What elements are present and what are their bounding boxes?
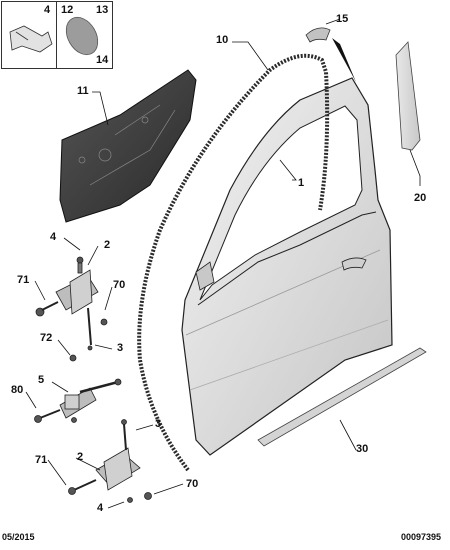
callout-11: 11	[77, 85, 89, 97]
inset-label-14: 14	[96, 54, 109, 66]
callout-70-lower: 70	[186, 478, 199, 490]
callout-3-upper: 3	[117, 342, 124, 354]
upper-hinge	[35, 256, 108, 351]
inset-label-13: 13	[96, 4, 109, 16]
callout-70-upper: 70	[113, 279, 126, 291]
door-shell	[181, 77, 393, 456]
callout-2-upper: 2	[104, 239, 111, 251]
callout-72: 72	[40, 332, 53, 344]
callout-1: 1	[298, 177, 305, 189]
part-20-pillar-trim	[395, 41, 421, 151]
inset-parts	[9, 16, 99, 56]
footer-reference: 00097395	[401, 532, 442, 542]
callout-4-upper: 4	[50, 231, 57, 243]
trim-panel	[59, 69, 197, 223]
inset-divider	[56, 2, 57, 68]
inset-box: 4 12 13 14	[1, 1, 113, 69]
trim-panel-details	[78, 104, 176, 186]
door-check-strap	[34, 354, 122, 423]
part-30-sill-strip	[257, 347, 427, 447]
callout-30: 30	[356, 443, 369, 455]
footer-date: 05/2015	[2, 532, 35, 542]
callout-5: 5	[38, 374, 45, 386]
callout-71-lower: 71	[35, 454, 48, 466]
callout-10: 10	[216, 34, 229, 46]
callout-20: 20	[414, 192, 427, 204]
lower-hinge	[68, 419, 152, 503]
inset-label-12: 12	[61, 4, 74, 16]
callout-3-lower: 3	[155, 418, 162, 430]
inset-label-4: 4	[44, 4, 51, 16]
leader-lines	[25, 18, 421, 509]
callout-4-lower: 4	[97, 502, 104, 514]
part-15-trim	[305, 27, 331, 43]
callout-71-upper: 71	[17, 274, 30, 286]
callout-2-lower: 2	[77, 451, 84, 463]
leader-15-arrow	[332, 38, 356, 82]
callout-15: 15	[336, 13, 349, 25]
callout-80: 80	[11, 384, 24, 396]
